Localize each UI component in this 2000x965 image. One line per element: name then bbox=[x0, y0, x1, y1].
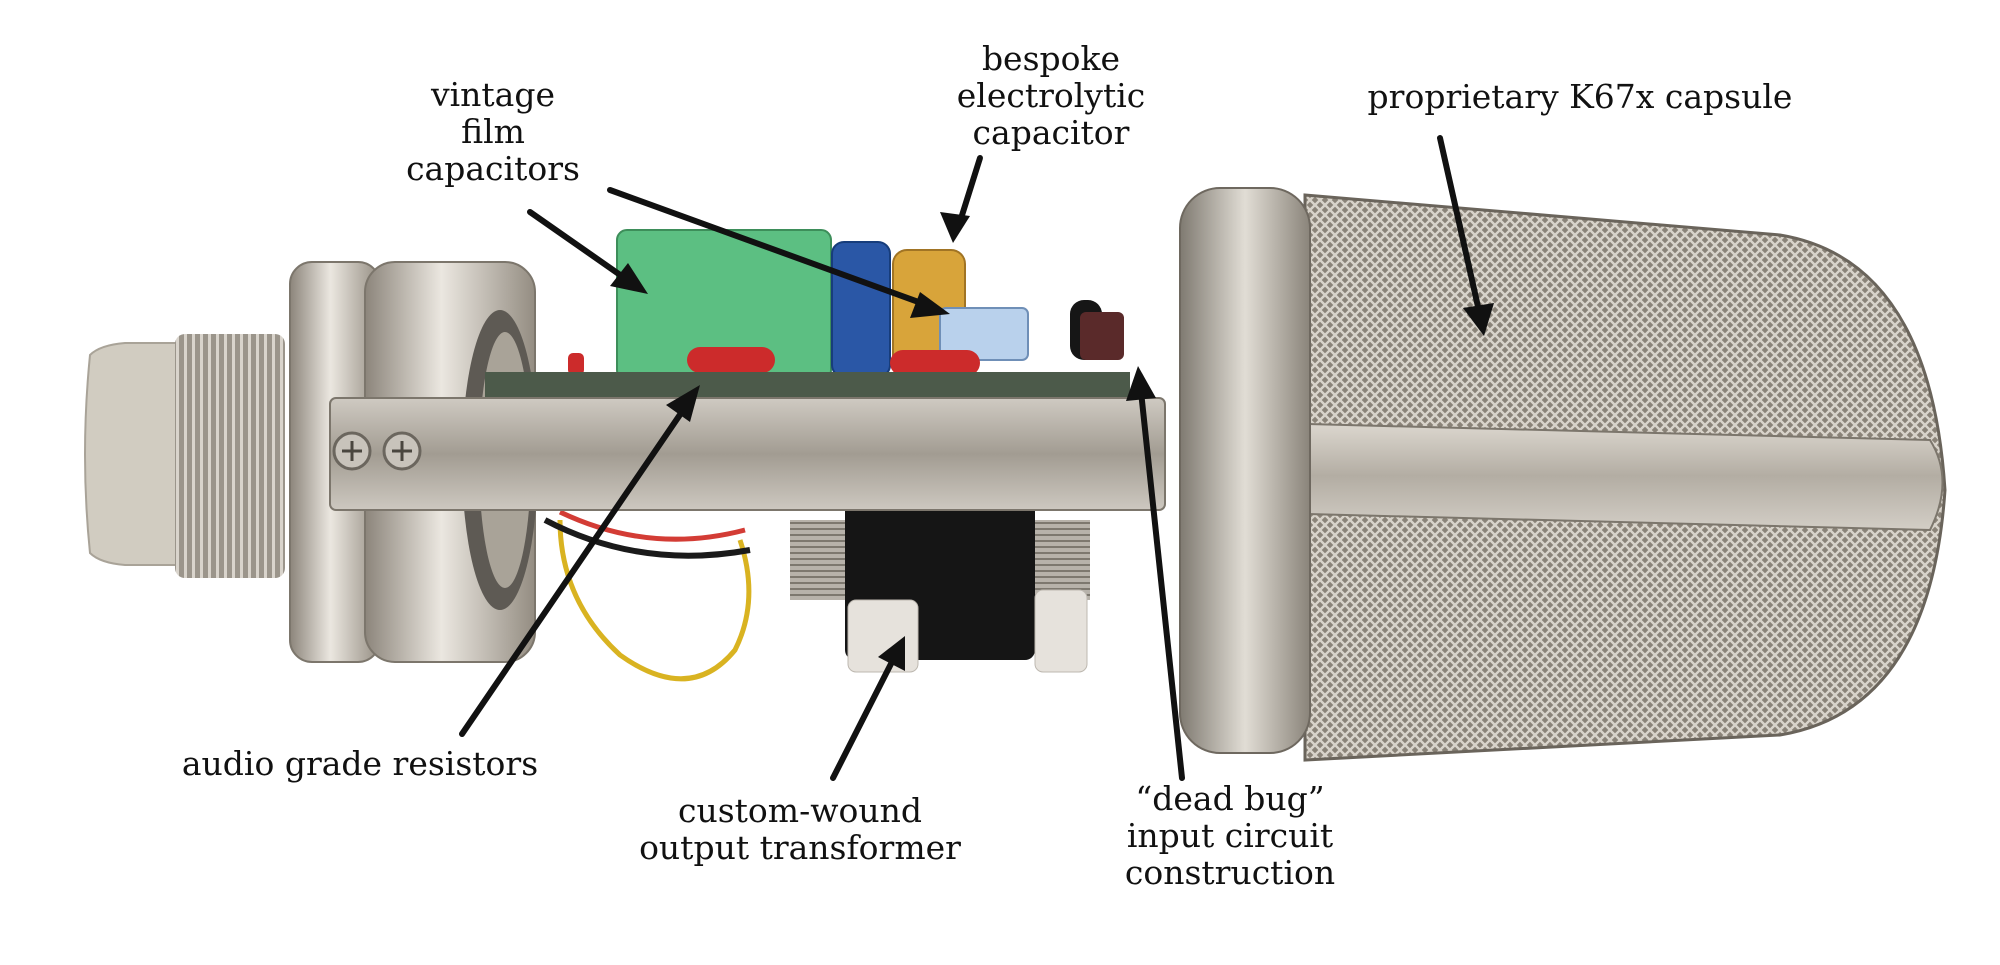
label-proprietary-capsule: proprietary K67x capsule bbox=[1330, 78, 1830, 115]
label-line: input circuit bbox=[1126, 816, 1334, 855]
arrow-vintage-film-capacitors bbox=[527, 209, 639, 289]
label-line: construction bbox=[1124, 853, 1336, 892]
label-line: “dead bug” bbox=[1135, 779, 1325, 818]
label-line: custom-wound bbox=[678, 791, 922, 830]
label-line: output transformer bbox=[639, 828, 961, 867]
arrow-output-transformer bbox=[830, 649, 900, 781]
chassis-bar bbox=[329, 372, 1166, 511]
arrow-audio-grade-resistors bbox=[459, 397, 693, 737]
label-line: capacitor bbox=[972, 113, 1130, 152]
label-output-transformer: custom-wound output transformer bbox=[620, 792, 980, 866]
arrow-dead-bug-circuit bbox=[1137, 379, 1185, 781]
label-line: vintage bbox=[430, 75, 556, 114]
pcb-components bbox=[568, 229, 1124, 381]
label-line: film bbox=[461, 112, 525, 151]
label-dead-bug-circuit: “dead bug” input circuit construction bbox=[1090, 780, 1370, 891]
label-vintage-film-capacitors: vintage film capacitors bbox=[388, 76, 598, 187]
internal-wiring bbox=[543, 509, 752, 682]
output-transformer bbox=[790, 500, 1090, 673]
xlr-connector bbox=[84, 334, 285, 578]
label-line: electrolytic bbox=[956, 76, 1146, 115]
label-line: proprietary K67x capsule bbox=[1367, 77, 1793, 116]
label-line: bespoke bbox=[981, 39, 1121, 78]
capsule-head bbox=[1179, 187, 1947, 762]
pointer-arrows bbox=[459, 135, 1494, 781]
arrow-vintage-film-capacitors-2 bbox=[607, 187, 938, 311]
label-bespoke-electrolytic-capacitor: bespoke electrolytic capacitor bbox=[926, 40, 1176, 151]
label-audio-grade-resistors: audio grade resistors bbox=[145, 745, 575, 782]
label-line: audio grade resistors bbox=[181, 744, 539, 783]
label-line: capacitors bbox=[406, 149, 580, 188]
arrow-proprietary-capsule bbox=[1437, 135, 1484, 323]
